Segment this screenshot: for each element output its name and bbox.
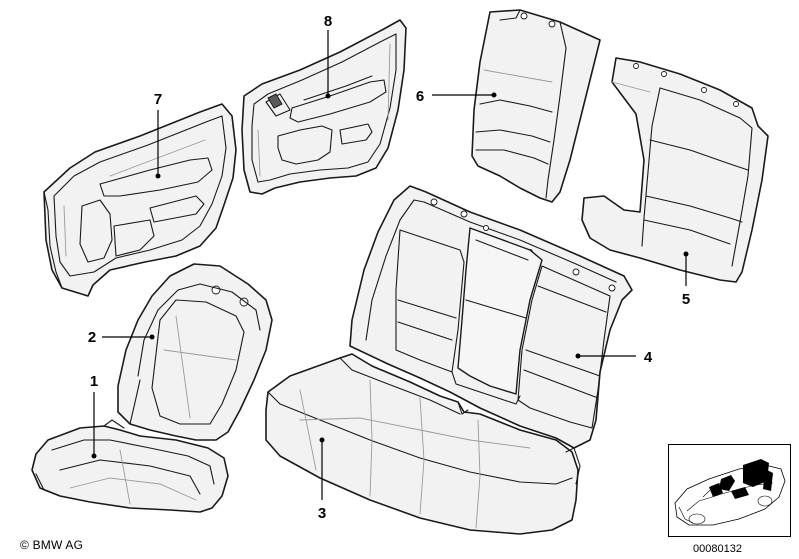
leader-dot-7	[155, 173, 161, 179]
leader-dot-6	[491, 92, 497, 98]
callout-4: 4	[644, 349, 653, 366]
rear-seat-bench-cushion[interactable]	[265, 353, 581, 535]
callout-7: 7	[154, 91, 162, 108]
callout-6: 6	[416, 88, 424, 105]
callout-8: 8	[324, 13, 332, 30]
leader-dot-5	[683, 251, 689, 257]
leader-lines	[91, 30, 689, 500]
callout-2: 2	[88, 329, 96, 346]
leader-dot-2	[149, 334, 155, 340]
copyright-text: © BMW AG	[20, 538, 84, 552]
rear-backrest-section[interactable]	[471, 9, 601, 203]
callout-1: 1	[90, 373, 98, 390]
rear-backrest-pad[interactable]	[581, 57, 769, 283]
seat-backrest[interactable]	[117, 263, 273, 441]
callout-3: 3	[318, 505, 326, 522]
leader-dot-8	[325, 93, 331, 99]
callout-numbers: 1 2 3 4 5 6 7 8	[88, 13, 690, 522]
rear-door-trim-panel[interactable]	[241, 19, 407, 195]
leader-dot-3	[319, 437, 325, 443]
leader-dot-4	[575, 353, 581, 359]
callout-5: 5	[682, 291, 690, 308]
car-outline-icon	[674, 459, 786, 526]
drawing-number: 00080132	[693, 543, 742, 555]
rear-seat-backrest[interactable]	[349, 185, 633, 449]
leader-dot-1	[91, 453, 97, 459]
front-door-trim-panel[interactable]	[43, 103, 237, 297]
seat-cushion[interactable]	[31, 419, 229, 513]
vehicle-thumbnail	[668, 444, 791, 537]
